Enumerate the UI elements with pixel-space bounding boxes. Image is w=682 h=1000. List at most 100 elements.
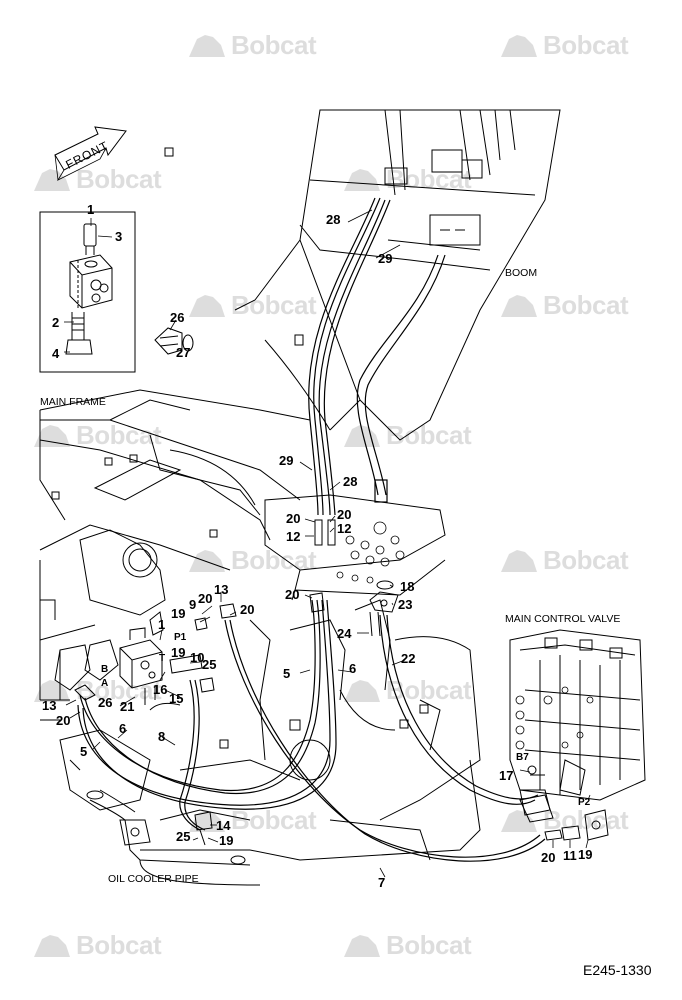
port-label: P2 [578, 797, 591, 808]
callout-number: 20 [240, 602, 255, 617]
port-label: P1 [174, 632, 187, 643]
watermark: Bobcat [30, 164, 162, 195]
watermark: Bobcat [497, 545, 629, 576]
watermark: Bobcat [497, 290, 629, 321]
watermark: Bobcat [340, 420, 472, 451]
callout-number: 19 [171, 645, 186, 660]
watermark: Bobcat [185, 290, 317, 321]
callout-number: 12 [337, 521, 352, 536]
callout-number: 18 [400, 579, 415, 594]
hose-28-29 [308, 197, 446, 516]
valve-block-detail [65, 223, 113, 355]
bobcat-logo-icon [344, 168, 380, 191]
bobcat-logo-icon [34, 934, 70, 957]
callout-number: 26 [170, 310, 185, 325]
fittings-center [309, 519, 399, 637]
callout-number: 19 [171, 606, 186, 621]
port-label: T [159, 653, 166, 664]
callout-number: 13 [214, 582, 229, 597]
callout-number: 14 [216, 818, 231, 833]
callout-number: 20 [56, 713, 71, 728]
watermark: Bobcat [30, 675, 162, 706]
bobcat-logo-icon [189, 294, 225, 317]
fitting-26-27 [154, 327, 194, 355]
watermark: Bobcat [340, 164, 472, 195]
callout-number: 19 [578, 847, 593, 862]
main-control-valve [509, 629, 646, 841]
callout-number: 1 [158, 617, 166, 632]
main-frame-label: MAIN FRAME [40, 396, 106, 408]
bobcat-logo-icon [501, 549, 537, 572]
oil-cooler-pipe-label: OIL COOLER PIPE [108, 873, 199, 885]
port-label: B [101, 664, 109, 675]
bobcat-logo-icon [34, 679, 70, 702]
callout-number: 25 [176, 829, 191, 844]
watermark: Bobcat [30, 420, 162, 451]
callout-number: 23 [398, 597, 413, 612]
callout-number: 16 [153, 682, 168, 697]
watermark: Bobcat [185, 545, 317, 576]
bobcat-logo-icon [501, 34, 537, 57]
callout-number: 15 [169, 691, 184, 706]
callout-number: 21 [120, 699, 135, 714]
callout-number: 2 [52, 315, 60, 330]
callout-number: 5 [80, 744, 88, 759]
callout-number: 6 [119, 721, 127, 736]
callout-number: 3 [115, 229, 123, 244]
callout-number: 10 [190, 650, 205, 665]
boom-label: BOOM [505, 267, 538, 279]
callout-number: 9 [189, 597, 197, 612]
oil-cooler-pipe [86, 789, 261, 886]
bobcat-logo-icon [501, 294, 537, 317]
main-control-valve-label: MAIN CONTROL VALVE [505, 613, 621, 625]
drawing-code: E245-1330 [583, 962, 652, 978]
watermark: Bobcat [340, 675, 472, 706]
callout-number: 8 [158, 729, 166, 744]
watermark: Bobcat [185, 30, 317, 61]
callout-number: 27 [176, 345, 191, 360]
callout-number: 6 [349, 661, 357, 676]
callout-number: 28 [343, 474, 358, 489]
watermark: Bobcat [30, 930, 162, 961]
bobcat-logo-icon [189, 549, 225, 572]
detail-box [39, 211, 136, 373]
callout-number: 29 [279, 453, 294, 468]
callout-number: 20 [337, 507, 352, 522]
callout-number: 4 [52, 346, 60, 361]
callout-number: 24 [337, 626, 352, 641]
callout-number: 22 [401, 651, 416, 666]
callout-number: 29 [378, 251, 393, 266]
watermark: Bobcat [185, 805, 317, 836]
callout-number: 20 [285, 587, 300, 602]
leader-lines [64, 209, 591, 878]
front-arrow-icon [54, 126, 127, 181]
callout-number: 20 [541, 850, 556, 865]
callout-number: 19 [219, 833, 234, 848]
main-frame [39, 389, 481, 861]
boom-structure [164, 109, 561, 441]
callout-number: 5 [283, 666, 291, 681]
callout-number: 25 [202, 657, 217, 672]
port-label: B7 [516, 752, 529, 763]
callout-number: 12 [286, 529, 301, 544]
bobcat-logo-icon [501, 809, 537, 832]
watermark: Bobcat [340, 930, 472, 961]
callout-number: 1 [87, 202, 95, 217]
callout-number: 20 [198, 591, 213, 606]
callout-number: 13 [42, 698, 57, 713]
port-label: A [101, 678, 109, 689]
bobcat-logo-icon [344, 424, 380, 447]
bobcat-logo-icon [344, 934, 380, 957]
callout-number: 20 [286, 511, 301, 526]
hoses-lower [77, 599, 546, 862]
watermark: Bobcat [497, 30, 629, 61]
callout-number: 17 [499, 768, 514, 783]
bobcat-logo-icon [344, 679, 380, 702]
callout-number: 28 [326, 212, 341, 227]
callout-number: 7 [378, 875, 386, 890]
valve-assembly [54, 603, 237, 711]
callout-number: 26 [98, 695, 113, 710]
bobcat-logo-icon [189, 34, 225, 57]
